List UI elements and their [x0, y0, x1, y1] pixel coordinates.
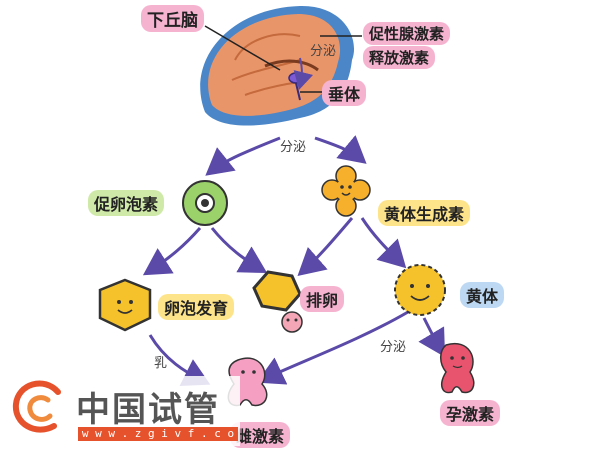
secrete-low-label: 分泌	[380, 340, 407, 355]
gnrh-label-line2: 释放激素	[363, 46, 436, 69]
arrow-to-fsh	[205, 136, 281, 176]
arrow-to-lh	[314, 135, 367, 164]
progesterone-figure-icon	[440, 342, 475, 394]
corpus-luteum-icon	[394, 264, 446, 316]
estrogen-cut-label: 乳	[154, 356, 168, 371]
brain-icon	[200, 5, 355, 126]
logo-icon	[12, 380, 68, 436]
arrow-lh-to-corpus	[360, 217, 407, 269]
arrow-lh-to-ovulation	[297, 217, 354, 276]
hexagon-egg-icon	[98, 278, 152, 332]
arrow-corpus-to-progesterone	[418, 317, 446, 358]
progesterone-label: 孕激素	[440, 400, 501, 426]
flower-cell-icon	[321, 165, 371, 217]
hypothalamus-pointer	[204, 25, 281, 71]
arrow-fsh-to-follicle	[142, 227, 202, 276]
watermark-url: w w w . z g i v f . c o m	[78, 427, 238, 454]
pituitary-label: 垂体	[322, 80, 367, 106]
follicle-cell-icon	[182, 180, 228, 226]
secrete-mid-label: 分泌	[280, 140, 307, 155]
fsh-label: 促卵泡素	[88, 190, 165, 216]
gnrh-arrow	[293, 57, 314, 90]
lh-label: 黄体生成素	[378, 200, 471, 226]
follicle-development-label: 卵泡发育	[158, 294, 235, 320]
arrow-corpus-to-estrogen	[256, 310, 409, 385]
ovulation-label: 排卵	[300, 286, 345, 312]
corpus-luteum-label: 黄体	[460, 282, 505, 308]
hypothalamus-label: 下丘脑	[141, 5, 204, 32]
estrogen-label: 雌激素	[230, 422, 291, 448]
watermark-name: 中国试管	[76, 390, 220, 430]
ovulation-egg-icon	[252, 270, 303, 333]
secrete-top-label: 分泌	[310, 44, 337, 59]
gnrh-label-line1: 促性腺激素	[363, 22, 451, 45]
arrow-fsh-to-ovulation	[210, 227, 268, 274]
